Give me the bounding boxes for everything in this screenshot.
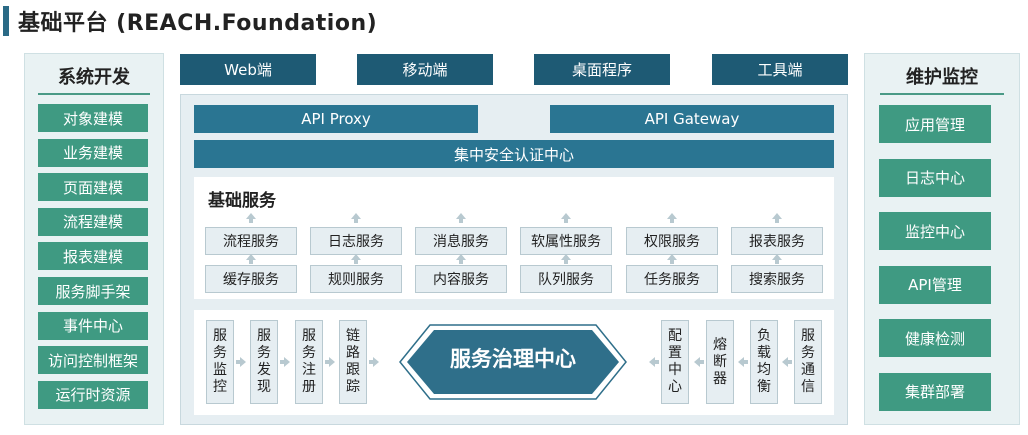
client-mobile[interactable]: 移动端 xyxy=(357,54,493,85)
service-arrow-up-icon xyxy=(456,254,466,264)
arrow-left-icon xyxy=(738,357,748,367)
services-area xyxy=(194,177,834,299)
right-item-4[interactable]: 健康检测 xyxy=(879,319,991,357)
service-9: 队列服务 xyxy=(520,265,612,293)
governance-left-label: 服务注册 xyxy=(302,328,316,395)
governance-left-label: 链路跟踪 xyxy=(346,328,360,395)
left-item-6[interactable]: 事件中心 xyxy=(38,311,148,340)
client-web[interactable]: Web端 xyxy=(180,54,316,85)
api-gateway: API Gateway xyxy=(550,105,834,133)
service-10: 任务服务 xyxy=(626,265,718,293)
governance-right-1: 熔断器 xyxy=(706,320,734,404)
left-item-3[interactable]: 流程建模 xyxy=(38,207,148,236)
client-tool[interactable]: 工具端 xyxy=(712,54,848,85)
left-item-4[interactable]: 报表建模 xyxy=(38,242,148,271)
governance-right-3: 服务通信 xyxy=(794,320,822,404)
arrow-left-icon xyxy=(782,357,792,367)
service-arrow-up-icon xyxy=(561,213,571,223)
service-arrow-up-icon xyxy=(246,213,256,223)
auth-center: 集中安全认证中心 xyxy=(194,140,834,168)
title-accent-bar xyxy=(3,6,9,36)
governance-left-0: 服务监控 xyxy=(206,320,234,404)
right-item-0[interactable]: 应用管理 xyxy=(879,105,991,143)
left-item-0[interactable]: 对象建模 xyxy=(38,104,148,132)
arrow-left-icon xyxy=(694,357,704,367)
hub-outline xyxy=(399,324,627,400)
service-arrow-up-icon xyxy=(351,213,361,223)
service-arrow-up-icon xyxy=(351,254,361,264)
arrow-right-icon xyxy=(236,357,246,367)
governance-right-label: 服务通信 xyxy=(801,328,815,395)
governance-left-3: 链路跟踪 xyxy=(339,320,367,404)
service-arrow-up-icon xyxy=(246,254,256,264)
left-item-1[interactable]: 业务建模 xyxy=(38,138,148,167)
service-6: 缓存服务 xyxy=(205,265,297,293)
right-panel-divider xyxy=(880,93,1004,95)
arrow-right-icon xyxy=(280,357,290,367)
service-7: 规则服务 xyxy=(310,265,402,293)
service-arrow-up-icon xyxy=(667,254,677,264)
api-proxy: API Proxy xyxy=(194,105,478,133)
governance-left-label: 服务发现 xyxy=(257,328,271,395)
governance-right-label: 配置中心 xyxy=(668,328,682,395)
governance-right-0: 配置中心 xyxy=(661,320,689,404)
service-8: 内容服务 xyxy=(415,265,507,293)
right-item-2[interactable]: 监控中心 xyxy=(879,212,991,250)
services-title: 基础服务 xyxy=(208,191,276,211)
governance-left-label: 服务监控 xyxy=(213,328,227,395)
left-item-5[interactable]: 服务脚手架 xyxy=(38,277,148,305)
service-arrow-up-icon xyxy=(667,213,677,223)
governance-right-2: 负载均衡 xyxy=(750,320,778,404)
arrow-right-icon xyxy=(369,357,379,367)
left-item-7[interactable]: 访问控制框架 xyxy=(38,346,148,375)
right-item-3[interactable]: API管理 xyxy=(879,265,991,304)
arrow-right-icon xyxy=(325,357,335,367)
governance-right-label: 熔断器 xyxy=(713,336,727,387)
left-item-2[interactable]: 页面建模 xyxy=(38,173,148,202)
right-item-1[interactable]: 日志中心 xyxy=(879,158,991,197)
hub-label: 服务治理中心 xyxy=(450,347,576,371)
client-desktop[interactable]: 桌面程序 xyxy=(534,54,670,85)
left-panel-divider xyxy=(38,93,150,95)
arrow-left-icon xyxy=(649,357,659,367)
governance-right-label: 负载均衡 xyxy=(757,328,771,395)
service-arrow-up-icon xyxy=(772,213,782,223)
service-4: 权限服务 xyxy=(626,227,718,255)
service-arrow-up-icon xyxy=(561,254,571,264)
service-arrow-up-icon xyxy=(456,213,466,223)
left-item-8[interactable]: 运行时资源 xyxy=(38,380,148,409)
left-panel-title: 系统开发 xyxy=(58,67,130,88)
service-arrow-up-icon xyxy=(772,254,782,264)
right-item-5[interactable]: 集群部署 xyxy=(879,372,991,411)
service-11: 搜索服务 xyxy=(731,265,823,293)
governance-left-1: 服务发现 xyxy=(250,320,278,404)
governance-left-2: 服务注册 xyxy=(295,320,323,404)
page-title: 基础平台 (REACH.Foundation) xyxy=(18,11,378,36)
right-panel-title: 维护监控 xyxy=(906,67,978,88)
hub-shape xyxy=(407,330,619,394)
